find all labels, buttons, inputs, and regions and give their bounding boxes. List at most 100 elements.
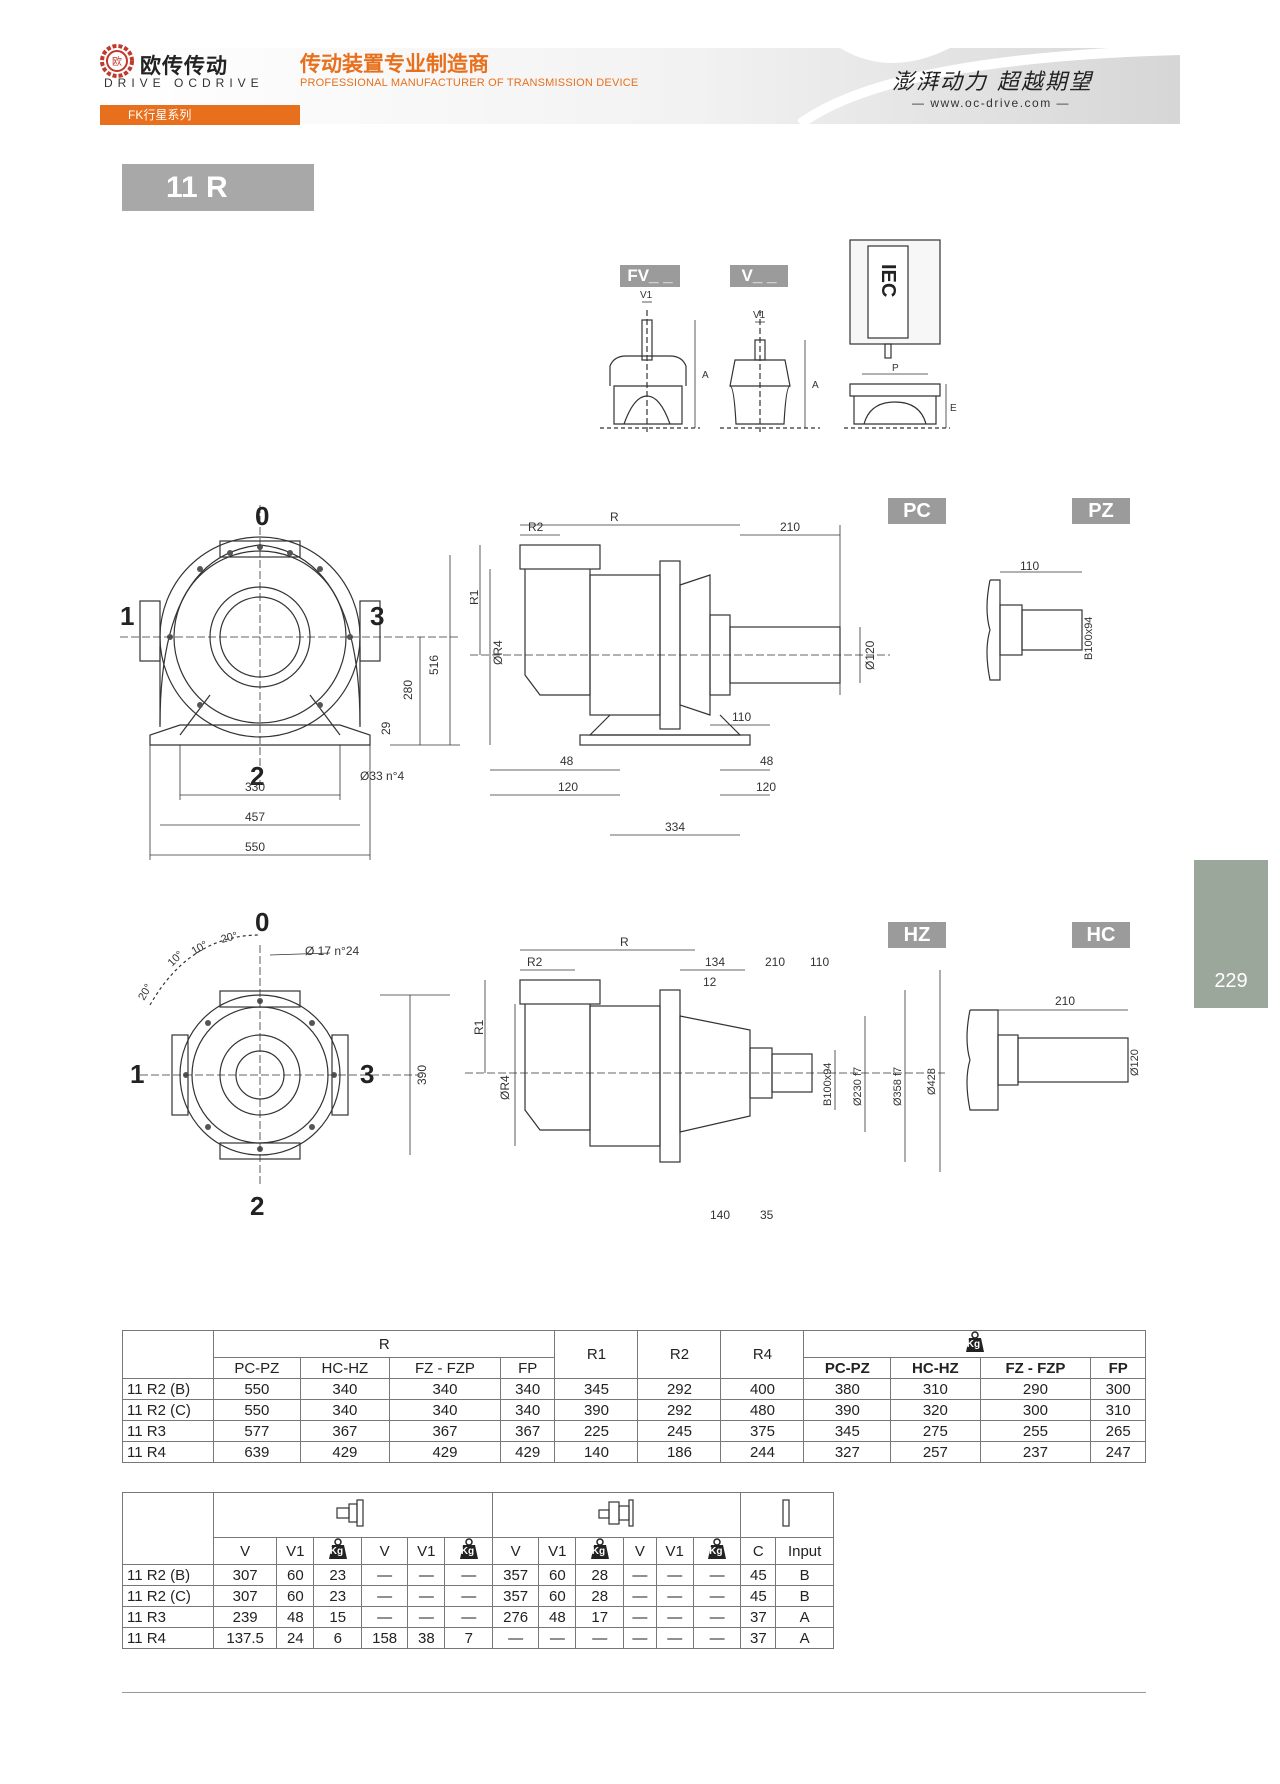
hz-dim-r1: R1	[472, 1019, 486, 1035]
table-cell: A	[775, 1627, 834, 1649]
hz-position-0: 0	[255, 907, 269, 937]
header-iec	[740, 1492, 834, 1538]
table-cell: —	[492, 1627, 540, 1649]
table-cell: —	[361, 1606, 409, 1628]
table-cell: —	[444, 1585, 494, 1607]
flange-input-icon	[336, 1499, 364, 1527]
label-fv: FV_ _	[620, 265, 680, 287]
table-cell: 6	[313, 1627, 363, 1649]
pc-dim-120b: 120	[756, 780, 776, 794]
table-cell: 292	[637, 1399, 722, 1421]
t2-sub-v1-3: V1	[538, 1537, 577, 1565]
table-cell: 400	[720, 1378, 805, 1400]
table-cell: 307	[212, 1564, 278, 1586]
table-cell: A	[775, 1606, 834, 1628]
table-cell: —	[538, 1627, 577, 1649]
page-tab	[1194, 860, 1268, 1008]
table-cell: 140	[554, 1441, 639, 1463]
table-cell: —	[444, 1564, 494, 1586]
table-cell: 327	[803, 1441, 892, 1463]
dim-550: 550	[245, 840, 265, 854]
t2-sub-v-4: V	[623, 1537, 657, 1565]
header-r4: R4	[720, 1330, 805, 1379]
pc-dim-48b: 48	[760, 754, 774, 768]
table-cell: 639	[213, 1441, 301, 1463]
table-cell: 367	[499, 1420, 556, 1442]
table-cell: 137.5	[212, 1627, 278, 1649]
weight-label: Kg	[591, 1546, 606, 1557]
table-cell: 60	[276, 1564, 315, 1586]
table2-icon-row	[122, 1492, 834, 1565]
table-cell: 429	[299, 1441, 391, 1463]
table-cell: 292	[637, 1378, 722, 1400]
row-label: 11 R2 (B)	[122, 1378, 214, 1400]
table-cell: —	[655, 1564, 694, 1586]
table-cell: 550	[213, 1378, 301, 1400]
weight-icon: Kg	[962, 1331, 988, 1353]
table-cell: 255	[979, 1420, 1092, 1442]
position-1: 1	[120, 601, 134, 631]
pc-dim-r2: R2	[528, 520, 544, 534]
angle-10a: 10°	[166, 949, 186, 969]
svg-text:欧: 欧	[112, 56, 122, 68]
label-hz: HZ	[888, 922, 946, 948]
hz-dim-35: 35	[760, 1208, 774, 1222]
position-0: 0	[255, 501, 269, 531]
dim-280: 280	[401, 680, 415, 700]
table-cell: 257	[890, 1441, 981, 1463]
table-cell: 390	[803, 1399, 892, 1421]
row-label: 11 R4	[122, 1627, 214, 1649]
table-cell: 367	[389, 1420, 501, 1442]
table-cell: 60	[276, 1585, 315, 1607]
brand-name: 欧传传动	[140, 55, 228, 78]
table-cell: —	[361, 1585, 409, 1607]
table-cell: 225	[554, 1420, 639, 1442]
table-cell: 17	[575, 1606, 625, 1628]
foot-input-icon	[598, 1499, 634, 1527]
table-cell: 276	[492, 1606, 540, 1628]
hz-position-3: 3	[360, 1059, 374, 1089]
table-cell: 340	[499, 1399, 556, 1421]
table-cell: —	[692, 1564, 742, 1586]
row-label: 11 R4	[122, 1441, 214, 1463]
table-cell: 265	[1090, 1420, 1146, 1442]
fv-v-iec-drawing: V1 V1 A A P E IEC	[600, 239, 957, 432]
table-cell: —	[655, 1606, 694, 1628]
header-r1: R1	[554, 1330, 639, 1379]
table-cell: 247	[1090, 1441, 1146, 1463]
pz-dim-110: 110	[1020, 560, 1039, 573]
table-cell: 345	[803, 1420, 892, 1442]
pz-spline: B100x94	[1083, 617, 1095, 660]
weight-icon: Kg	[456, 1538, 482, 1560]
table-subheader-row: PC-PZ HC-HZ FZ - FZP FP PC-PZ HC-HZ FZ -…	[123, 1357, 1146, 1379]
table-cell: —	[444, 1606, 494, 1628]
hz-dim-r4: ØR4	[498, 1075, 512, 1100]
sub-kg-pcpz: PC-PZ	[803, 1357, 892, 1379]
sub-kg-fp: FP	[1090, 1357, 1146, 1379]
t2-kg-4: Kg	[692, 1537, 742, 1565]
table-cell: 340	[499, 1378, 556, 1400]
tagline-chinese: 传动装置专业制造商	[300, 53, 489, 76]
position-2: 2	[250, 761, 264, 791]
table-cell: 37	[740, 1627, 777, 1649]
brand-logo-icon: 欧	[100, 44, 134, 78]
hz-position-2: 2	[250, 1191, 264, 1221]
row-label: 11 R2 (B)	[122, 1564, 214, 1586]
header-r: R	[212, 1330, 556, 1358]
table-cell: 7	[444, 1627, 494, 1649]
dim-516: 516	[427, 655, 441, 675]
pc-dim-r1: R1	[470, 589, 481, 605]
angle-10b: 10°	[190, 939, 210, 958]
label-iec: IEC	[877, 264, 899, 297]
table-cell: —	[623, 1564, 657, 1586]
hz-dim-390: 390	[415, 1065, 429, 1085]
table-cell: 48	[538, 1606, 577, 1628]
table-cell: 310	[890, 1378, 981, 1400]
hz-dim-210: 210	[765, 955, 785, 969]
table-cell: 340	[389, 1399, 501, 1421]
table-cell: 390	[554, 1399, 639, 1421]
